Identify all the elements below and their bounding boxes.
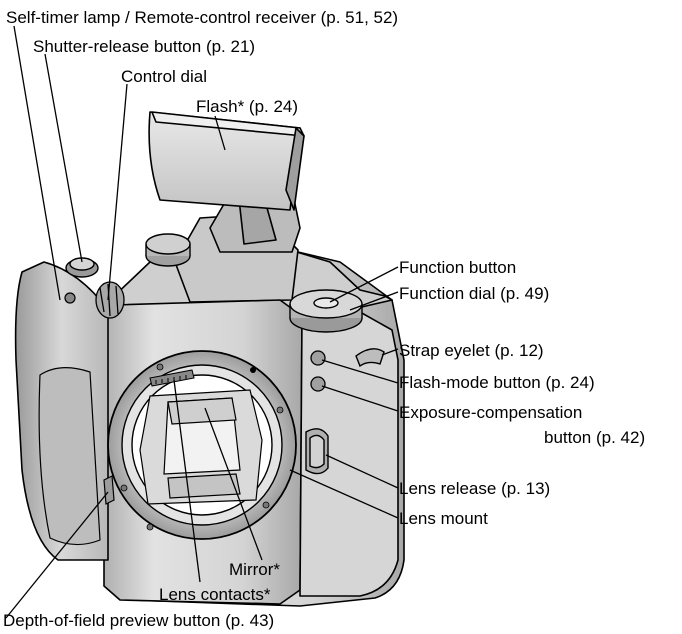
depth-of-field-preview-button — [103, 475, 115, 505]
leader-function-button — [329, 266, 399, 303]
label-control-dial: Control dial — [121, 67, 207, 86]
leader-self-timer — [13, 25, 61, 301]
leader-flash-mode — [321, 359, 399, 384]
lens-contacts — [149, 369, 195, 387]
label-dof-preview: Depth-of-field preview button (p. 43) — [3, 611, 275, 630]
label-shutter-release: Shutter-release button (p. 21) — [33, 37, 256, 56]
popup-flash — [148, 111, 305, 253]
leader-flash — [214, 115, 226, 151]
self-timer-lamp — [64, 292, 76, 304]
mirror-box — [139, 389, 263, 505]
leader-lines — [5, 25, 399, 619]
leader-control-dial — [107, 83, 128, 301]
leader-lens-mount — [289, 469, 399, 519]
leader-dof-preview — [5, 491, 109, 619]
label-strap-eyelet: Strap eyelet (p. 12) — [399, 341, 544, 360]
control-dial — [145, 233, 191, 267]
leader-strap-eyelet — [381, 348, 399, 356]
leader-shutter-release — [44, 53, 83, 263]
label-exposure-comp-line1: Exposure-compensation — [399, 403, 583, 422]
flash-mode-button — [310, 350, 326, 366]
leader-exposure-comp — [321, 385, 399, 412]
label-lens-release: Lens release (p. 13) — [399, 479, 551, 498]
leader-mirror — [204, 407, 263, 561]
lens-release-button — [305, 428, 329, 475]
exposure-compensation-button — [310, 376, 326, 392]
leader-lens-release — [325, 454, 399, 489]
label-self-timer: Self-timer lamp / Remote-control receive… — [6, 8, 399, 27]
label-exposure-comp-line2: button (p. 42) — [544, 428, 646, 447]
strap-eyelet — [355, 348, 385, 368]
function-dial — [289, 289, 363, 333]
leader-function-dial — [349, 291, 399, 311]
front-dial — [95, 281, 125, 319]
label-lens-mount: Lens mount — [399, 509, 488, 528]
label-flash-mode: Flash-mode button (p. 24) — [399, 373, 595, 392]
label-function-button: Function button — [399, 258, 517, 277]
mount-index-dot — [250, 367, 256, 373]
label-flash: Flash* (p. 24) — [196, 97, 299, 116]
label-mirror: Mirror* — [229, 560, 280, 579]
shutter-release-button — [65, 257, 99, 278]
leader-lens-contacts — [173, 379, 201, 583]
label-lens-contacts: Lens contacts* — [159, 585, 271, 604]
label-function-dial: Function dial (p. 49) — [399, 284, 550, 303]
